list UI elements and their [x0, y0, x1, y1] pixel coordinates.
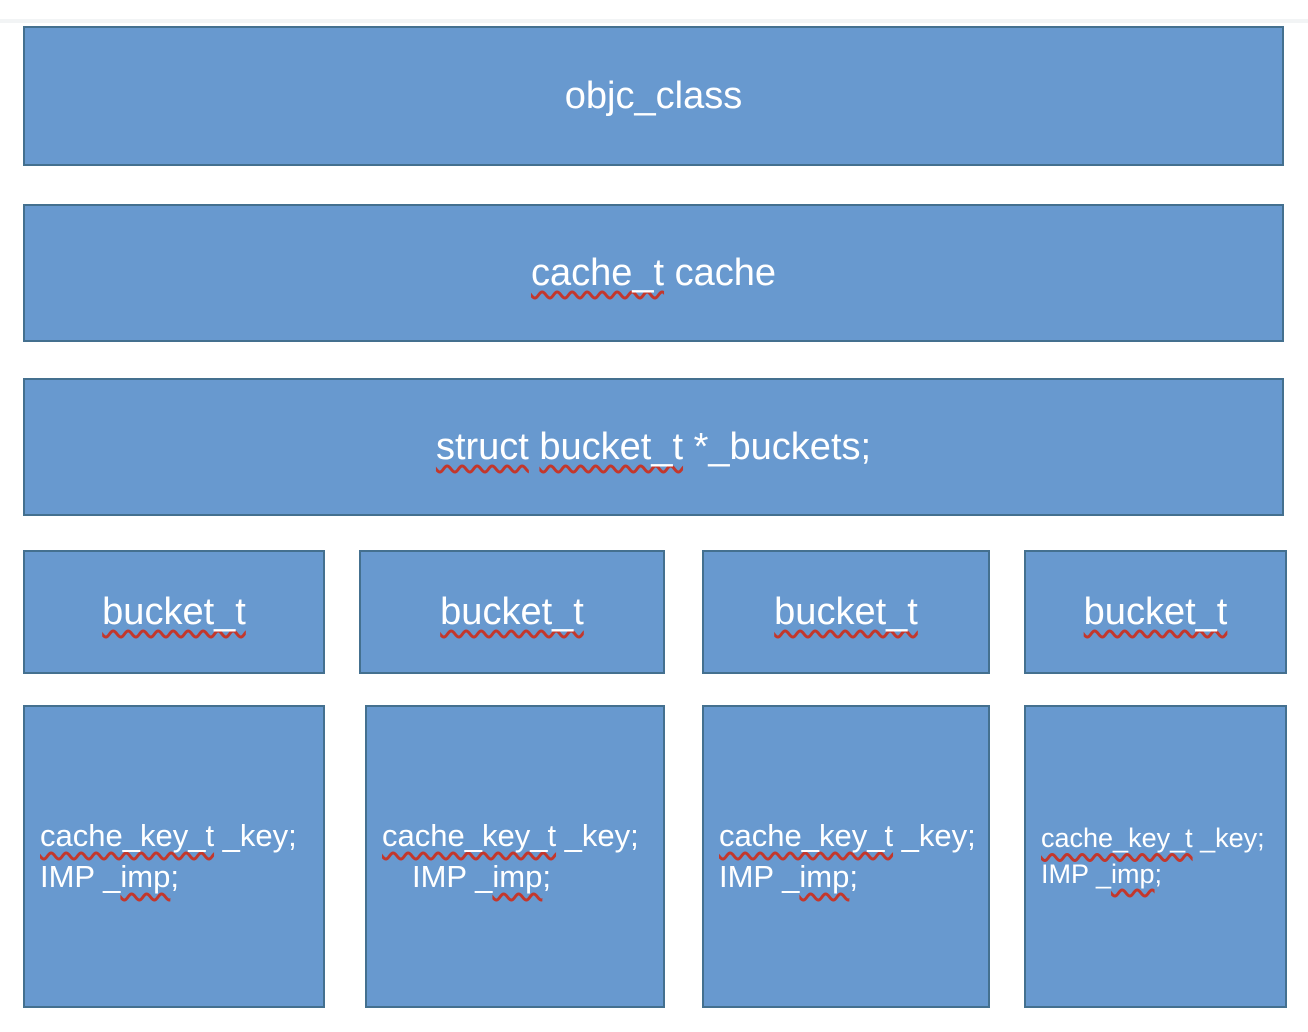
entry-imp-line: IMP _imp; [382, 857, 551, 898]
text-segment-misspelled: bucket_t [1083, 590, 1228, 633]
text-segment-misspelled: imp [1111, 858, 1155, 889]
text-segment: _key; [1192, 822, 1265, 853]
text-segment-misspelled: cache_key_t [719, 817, 894, 853]
text-segment-misspelled: cache_key_t [382, 817, 557, 853]
text-segment-misspelled: bucket_t [102, 590, 246, 633]
text-segment: ; [542, 858, 551, 894]
text-segment: _key; [893, 817, 976, 853]
text-segment: objc_class [564, 74, 743, 117]
text-segment: ; [1154, 858, 1163, 889]
bucket-label: bucket_t [1084, 591, 1228, 634]
objc-class-box: objc_class [23, 26, 1284, 166]
entry-key-line: cache_key_t _key; [719, 816, 976, 857]
entry-imp-line: IMP _imp; [40, 857, 179, 898]
text-segment-misspelled: cache_t [530, 251, 665, 294]
text-segment-misspelled: bucket_t [774, 590, 918, 633]
bucket-label: bucket_t [102, 591, 246, 634]
text-segment-misspelled: cache_key_t [40, 817, 215, 853]
entry-imp-line: IMP _imp; [719, 857, 858, 898]
text-segment: IMP _ [719, 858, 800, 894]
text-segment-misspelled: imp [799, 858, 850, 894]
text-segment: IMP _ [412, 858, 493, 894]
text-segment: _key; [214, 817, 297, 853]
cache-field-label: cache_t cache [531, 252, 776, 295]
bucket-box: bucket_t [359, 550, 665, 674]
objc-class-label: objc_class [565, 75, 742, 118]
text-segment-misspelled: bucket_t [440, 590, 584, 633]
bucket-entry-box: cache_key_t _key; IMP _imp; [702, 705, 990, 1008]
cache-field-box: cache_t cache [23, 204, 1284, 342]
bucket-box: bucket_t [1024, 550, 1287, 674]
bucket-entry-box: cache_key_t _key; IMP _imp; [23, 705, 325, 1008]
text-segment-misspelled: cache_key_t [1041, 822, 1193, 853]
text-segment-misspelled: struct [435, 425, 529, 468]
text-segment [529, 426, 540, 468]
text-segment: *_buckets; [683, 425, 872, 468]
text-segment: ; [170, 858, 179, 894]
bucket-entry-box: cache_key_t _key; IMP _imp; [1024, 705, 1287, 1008]
bucket-entry-box: cache_key_t _key; IMP _imp; [365, 705, 665, 1008]
top-divider-line [0, 19, 1308, 23]
text-segment: _key; [556, 817, 639, 853]
text-segment: cache [664, 251, 777, 294]
entry-key-line: cache_key_t _key; [1041, 821, 1265, 857]
text-segment: IMP _ [1041, 858, 1112, 889]
entry-imp-line: IMP _imp; [1041, 857, 1162, 893]
bucket-box: bucket_t [702, 550, 990, 674]
text-segment: ; [849, 858, 858, 894]
bucket-box: bucket_t [23, 550, 325, 674]
text-segment-misspelled: imp [120, 858, 171, 894]
text-segment-misspelled: imp [492, 858, 543, 894]
buckets-pointer-box: struct bucket_t *_buckets; [23, 378, 1284, 516]
text-segment: IMP _ [40, 858, 121, 894]
text-segment-misspelled: bucket_t [539, 425, 684, 468]
entry-key-line: cache_key_t _key; [40, 816, 297, 857]
bucket-label: bucket_t [774, 591, 918, 634]
entry-key-line: cache_key_t _key; [382, 816, 639, 857]
bucket-label: bucket_t [440, 591, 584, 634]
buckets-pointer-label: struct bucket_t *_buckets; [436, 426, 871, 469]
